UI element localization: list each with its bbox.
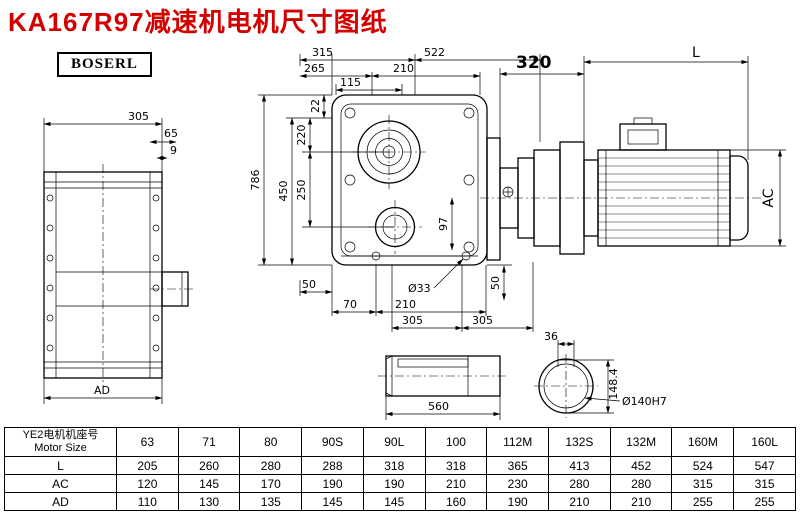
dim-front-315: 315 (312, 46, 333, 59)
table-cell: 230 (486, 474, 550, 494)
col-header: 132M (609, 426, 673, 458)
table-row-L: L 205 260 280 288 318 318 365 413 452 52… (4, 456, 796, 476)
col-header: 63 (116, 426, 179, 458)
table-cell: 210 (424, 474, 488, 494)
dim-front-305-b: 305 (472, 314, 493, 327)
dim-front-115: 115 (340, 76, 361, 89)
table-cell: 318 (424, 456, 488, 476)
table-row-AC: AC 120 145 170 190 190 210 230 280 280 3… (4, 474, 796, 494)
table-cell: 170 (239, 474, 303, 494)
dim-shaft-560: 560 (428, 400, 449, 413)
motor-size-label-cell: YE2电机机座号 Motor Size (4, 426, 117, 458)
dim-end-148: 148.4 (607, 368, 620, 400)
dim-end-o140h7: Ø140H7 (622, 395, 667, 408)
dim-side-65: 65 (164, 127, 178, 140)
dim-front-210-top: 210 (393, 62, 414, 75)
side-view: 305 65 9 AD (43, 110, 196, 404)
table-cell: 190 (362, 474, 426, 494)
dim-front-o33: Ø33 (408, 282, 431, 295)
col-header: 90S (301, 426, 364, 458)
dim-motor-l: L (692, 45, 700, 61)
col-header: 132S (548, 426, 611, 458)
table-row-AD: AD 110 130 135 145 145 160 190 210 210 2… (4, 492, 796, 512)
table-cell: 524 (671, 456, 735, 476)
table-cell: 280 (548, 474, 611, 494)
table-cell: 255 (671, 492, 735, 512)
table-cell: 452 (609, 456, 673, 476)
table-cell: 288 (301, 456, 364, 476)
table-cell: 135 (239, 492, 303, 512)
table-cell: 210 (609, 492, 673, 512)
front-view: 315 522 265 210 115 786 450 220 250 22 (249, 46, 541, 332)
table-cell: 365 (486, 456, 550, 476)
dim-front-450: 450 (277, 181, 290, 202)
dim-front-22: 22 (309, 99, 322, 113)
table-cell: 260 (177, 456, 241, 476)
table-cell: 255 (733, 492, 796, 512)
dim-front-220: 220 (295, 125, 308, 146)
table-cell: 130 (177, 492, 241, 512)
table-cell: 318 (362, 456, 426, 476)
brand-logo: BOSERL (57, 52, 152, 77)
dim-front-305-a: 305 (402, 314, 423, 327)
table-cell: 120 (116, 474, 179, 494)
dim-motor-320: 320 (516, 53, 552, 73)
col-header: 90L (362, 426, 426, 458)
dim-front-70: 70 (343, 298, 357, 311)
col-header: 160L (733, 426, 796, 458)
table-cell: 280 (609, 474, 673, 494)
dim-front-250: 250 (295, 180, 308, 201)
table-cell: 145 (301, 492, 364, 512)
col-header: 71 (177, 426, 241, 458)
table-cell: 210 (548, 492, 611, 512)
row-label: AC (4, 474, 117, 494)
technical-drawing: 305 65 9 AD (43, 45, 786, 420)
shaft-end-view: 36 148.4 Ø140H7 (534, 330, 667, 418)
motor-view: 320 L AC (480, 45, 786, 255)
dim-motor-ac: AC (761, 188, 777, 207)
table-cell: 110 (116, 492, 179, 512)
page-title: KA167R97减速机电机尺寸图纸 (8, 7, 388, 37)
table-cell: 145 (362, 492, 426, 512)
table-cell: 280 (239, 456, 303, 476)
col-header: 160M (671, 426, 735, 458)
row-label: L (4, 456, 117, 476)
motor-size-label-cn: YE2电机机座号 (22, 429, 99, 441)
dim-front-50-left: 50 (302, 278, 316, 291)
dim-front-522: 522 (424, 46, 445, 59)
table-cell: 315 (671, 474, 735, 494)
dim-front-97: 97 (437, 217, 450, 231)
table-header-row: YE2电机机座号 Motor Size 63 71 80 90S 90L 100… (4, 426, 796, 458)
table-cell: 413 (548, 456, 611, 476)
table-cell: 190 (486, 492, 550, 512)
col-header: 80 (239, 426, 303, 458)
table-cell: 145 (177, 474, 241, 494)
col-header: 112M (486, 426, 550, 458)
motor-dimension-table: YE2电机机座号 Motor Size 63 71 80 90S 90L 100… (4, 426, 796, 512)
dim-side-9: 9 (170, 144, 177, 157)
shaft-view: 560 (378, 355, 508, 420)
table-cell: 160 (424, 492, 488, 512)
dim-front-265: 265 (304, 62, 325, 75)
dim-front-50-right: 50 (489, 276, 502, 290)
dim-front-786: 786 (249, 170, 262, 191)
col-header: 100 (424, 426, 488, 458)
dim-end-36: 36 (544, 330, 558, 343)
dim-front-210-bottom: 210 (395, 298, 416, 311)
table-cell: 205 (116, 456, 179, 476)
table-cell: 547 (733, 456, 796, 476)
motor-size-label-en: Motor Size (34, 442, 87, 455)
dim-side-305: 305 (128, 110, 149, 123)
table-cell: 190 (301, 474, 364, 494)
table-cell: 315 (733, 474, 796, 494)
dim-side-ad: AD (94, 384, 110, 397)
row-label: AD (4, 492, 117, 512)
